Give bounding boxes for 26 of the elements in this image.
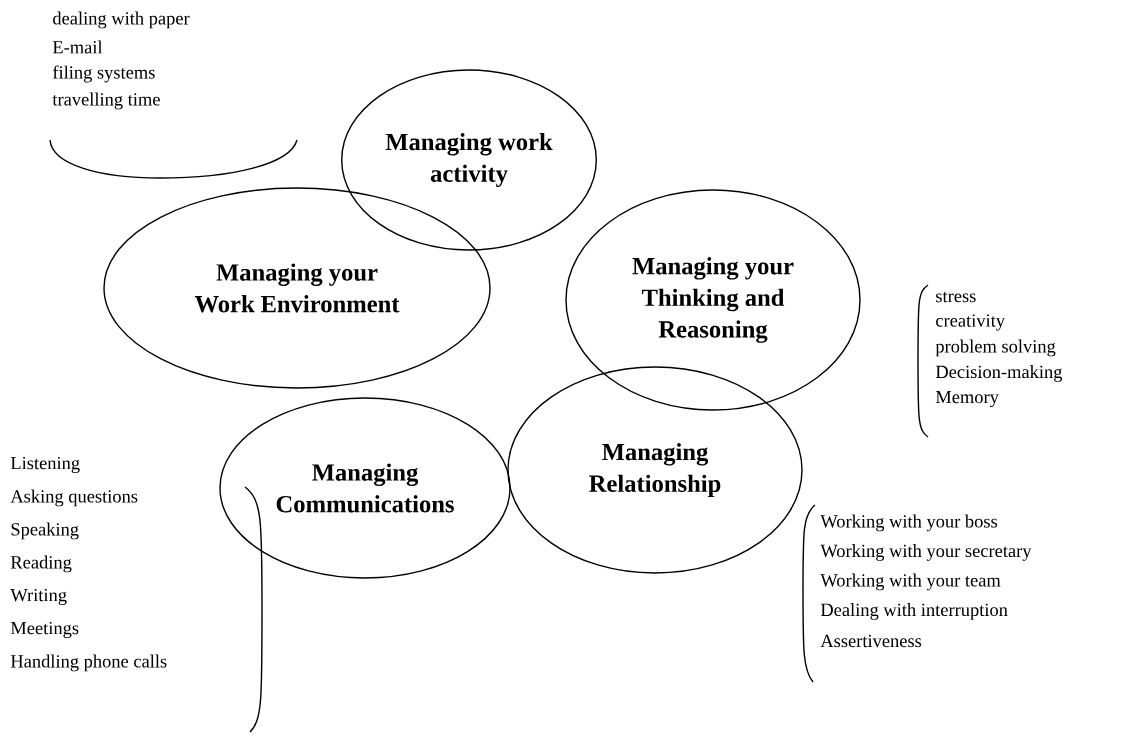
ellipse-node: Managing your Work Environment bbox=[103, 187, 491, 389]
list-item: Dealing with interruption bbox=[820, 603, 1008, 620]
list-item: stress bbox=[936, 291, 976, 303]
list-item: Working with your team bbox=[820, 573, 1001, 591]
list-item: Handling phone calls bbox=[10, 654, 167, 672]
list-item: Asking questions bbox=[10, 489, 138, 507]
list-item: Memory bbox=[935, 390, 999, 407]
list-item: Reading bbox=[10, 555, 72, 573]
list-item: Writing bbox=[10, 588, 67, 606]
list-item: filing systems bbox=[52, 65, 155, 83]
list-item: problem solving bbox=[935, 339, 1056, 357]
list-item: Working with your secretary bbox=[820, 544, 1032, 561]
list-item: creativity bbox=[936, 314, 1005, 331]
ellipse-node: Managing your Thinking and Reasoning bbox=[565, 189, 861, 411]
list-item: Listening bbox=[10, 456, 80, 474]
list-item: Assertiveness bbox=[820, 634, 922, 648]
list-item: travelling time bbox=[52, 92, 160, 110]
list-item: Meetings bbox=[10, 621, 79, 639]
ellipse-node: Managing Relationship bbox=[507, 366, 803, 574]
list-item: Speaking bbox=[11, 522, 79, 540]
list-item: E-mail bbox=[52, 40, 103, 54]
ellipse-node: Managing Communications bbox=[219, 397, 511, 579]
list-item: Decision-making bbox=[935, 365, 1063, 382]
ellipse-node: Managing work activity bbox=[341, 69, 597, 251]
list-item: Working with your boss bbox=[820, 514, 998, 532]
list-item: dealing with paper bbox=[53, 11, 190, 29]
